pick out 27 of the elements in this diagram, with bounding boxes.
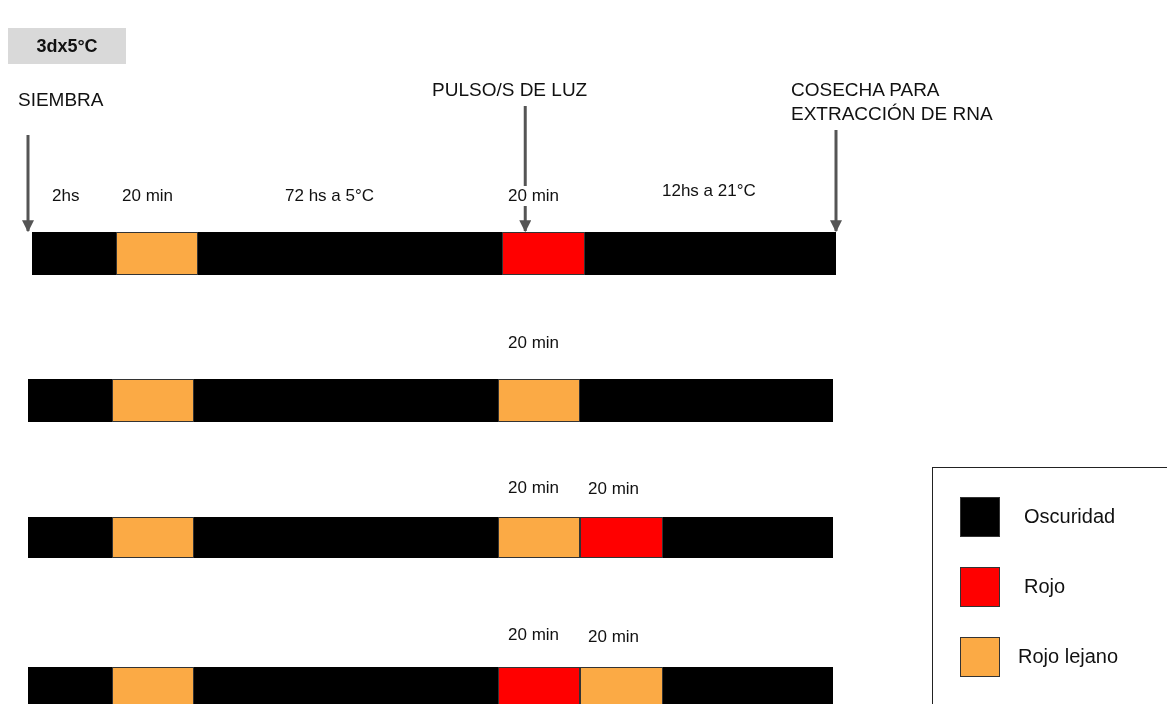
light-segment	[498, 379, 580, 422]
legend-label: Oscuridad	[1024, 505, 1116, 528]
legend-label: Rojo lejano	[1018, 645, 1119, 668]
timeline-bar	[28, 517, 833, 558]
duration-label: 20 min	[508, 186, 560, 206]
light-segment	[112, 667, 194, 704]
step-label: PULSO/S DE LUZ	[432, 78, 632, 102]
light-segment	[580, 667, 663, 704]
timeline-bar	[28, 379, 833, 422]
timeline-bar	[28, 667, 833, 704]
light-segment	[498, 667, 580, 704]
legend-label: Rojo	[1024, 575, 1066, 598]
step-label: COSECHA PARA EXTRACCIÓN DE RNA	[791, 78, 1051, 126]
light-segment	[116, 232, 198, 275]
duration-label: 72 hs a 5°C	[285, 186, 375, 206]
title: 3dx5°C	[8, 28, 126, 64]
light-segment	[112, 379, 194, 422]
duration-label: 12hs a 21°C	[662, 181, 756, 201]
light-segment	[580, 517, 663, 558]
light-segment	[502, 232, 585, 275]
light-segment	[498, 517, 580, 558]
step-label: SIEMBRA	[18, 88, 148, 112]
duration-label: 2hs	[52, 186, 80, 206]
arrow	[830, 130, 842, 233]
light-segment	[112, 517, 194, 558]
timeline-bar	[32, 232, 836, 275]
arrow	[22, 135, 34, 233]
